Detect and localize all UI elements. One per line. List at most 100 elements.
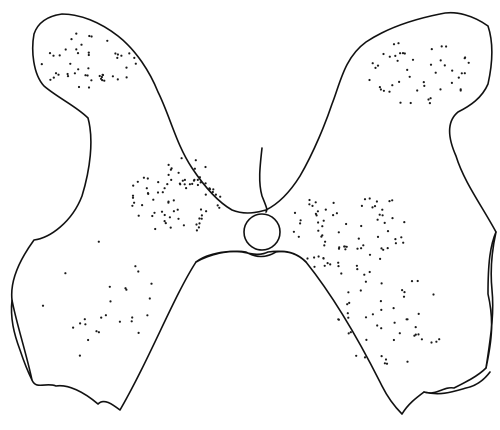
stipple-dot: [132, 195, 134, 197]
stipple-dot: [195, 159, 197, 161]
stipple-dot: [435, 72, 437, 74]
stipple-dot: [397, 42, 399, 44]
stipple-dot: [189, 183, 191, 185]
stipple-dot: [219, 196, 221, 198]
stipple-dot: [75, 33, 77, 35]
gray-matter-outline: [12, 13, 496, 414]
stipple-dot: [205, 210, 207, 212]
stipple-dot: [212, 188, 214, 190]
stipple-dot: [460, 89, 462, 91]
stipple-dot: [399, 332, 401, 334]
stipple-dot: [128, 52, 130, 54]
stipple-dot: [415, 326, 417, 328]
stipple-dot: [168, 164, 170, 166]
stipple-dot: [380, 88, 382, 90]
stipple-dot: [101, 76, 103, 78]
stipple-dot: [406, 318, 408, 320]
stipple-dot: [116, 57, 118, 59]
stipple-dot: [137, 181, 139, 183]
stipple-dot: [101, 79, 103, 81]
stipple-dot: [112, 75, 114, 77]
stipple-dot: [403, 221, 405, 223]
stipple-dot: [161, 211, 163, 213]
stipple-dot: [356, 248, 358, 250]
stipple-dot: [379, 258, 381, 260]
stipple-dot: [105, 314, 107, 316]
stipple-dot: [166, 183, 168, 185]
stipple-dot: [311, 205, 313, 207]
stipple-dot: [317, 230, 319, 232]
stipple-dot: [154, 228, 156, 230]
stipple-dot: [344, 248, 346, 250]
stipple-dot: [315, 213, 317, 215]
stipple-dot: [399, 102, 401, 104]
stipple-dot: [394, 238, 396, 240]
stipple-dot: [306, 257, 308, 259]
stipple-dot: [379, 214, 381, 216]
stipple-dot: [382, 53, 384, 55]
stipple-dot: [320, 236, 322, 238]
stipple-dot: [317, 210, 319, 212]
stipple-dot: [325, 209, 327, 211]
stipple-dot: [131, 320, 133, 322]
stipple-dot: [313, 266, 315, 268]
stipple-dot: [323, 257, 325, 259]
stipple-dot: [79, 355, 81, 357]
stipple-dot: [386, 363, 388, 365]
stipple-dot: [217, 204, 219, 206]
stipple-dot: [197, 184, 199, 186]
stipple-dot: [464, 72, 466, 74]
stipple-dot: [337, 262, 339, 264]
stipple-dot: [91, 35, 93, 37]
stipple-dot: [57, 74, 59, 76]
stipple-dot: [393, 339, 395, 341]
stipple-dot: [200, 208, 202, 210]
stipple-dot: [347, 312, 349, 314]
stipple-dot: [380, 327, 382, 329]
stipple-dot: [179, 183, 181, 185]
stipple-dot: [100, 317, 102, 319]
stipple-dot: [308, 199, 310, 201]
stipple-dot: [348, 332, 350, 334]
stipple-dot: [333, 202, 335, 204]
stipple-dot: [125, 67, 127, 69]
stipple-dot: [67, 75, 69, 77]
stipple-dot: [451, 82, 453, 84]
stipple-dot: [88, 86, 90, 88]
stipple-dot: [117, 53, 119, 55]
stipple-dot: [147, 177, 149, 179]
stipple-dot: [364, 198, 366, 200]
stipple-dot: [430, 97, 432, 99]
stipple-dot: [416, 89, 418, 91]
stipple-dot: [365, 339, 367, 341]
stipple-dot: [348, 302, 350, 304]
stipple-dot: [120, 55, 122, 57]
stipple-dot: [125, 289, 127, 291]
stipple-dot: [134, 265, 136, 267]
stipple-dot: [423, 85, 425, 87]
stipple-dot: [153, 212, 155, 214]
stipple-dot: [464, 57, 466, 59]
stipple-dot: [374, 205, 376, 207]
stipple-dot: [438, 338, 440, 340]
stipple-dot: [141, 204, 143, 206]
stipple-dot: [374, 67, 376, 69]
stipple-dot: [327, 262, 329, 264]
stipple-dot: [205, 182, 207, 184]
stipple-dot: [440, 59, 442, 61]
stipple-dot: [173, 199, 175, 201]
stipple-dot: [168, 174, 170, 176]
stipple-dot: [423, 81, 425, 83]
stipple-dot: [199, 176, 201, 178]
stipple-dot: [99, 75, 101, 77]
stipple-dot: [371, 206, 373, 208]
stipple-dot: [315, 201, 317, 203]
stipple-dot: [133, 202, 135, 204]
stipple-dot: [388, 91, 390, 93]
stipple-dot: [42, 305, 44, 307]
stipple-dot: [98, 241, 100, 243]
stipple-dot: [365, 316, 367, 318]
stipple-dot: [169, 216, 171, 218]
stipple-dot: [95, 330, 97, 332]
stipple-dot: [98, 331, 100, 333]
